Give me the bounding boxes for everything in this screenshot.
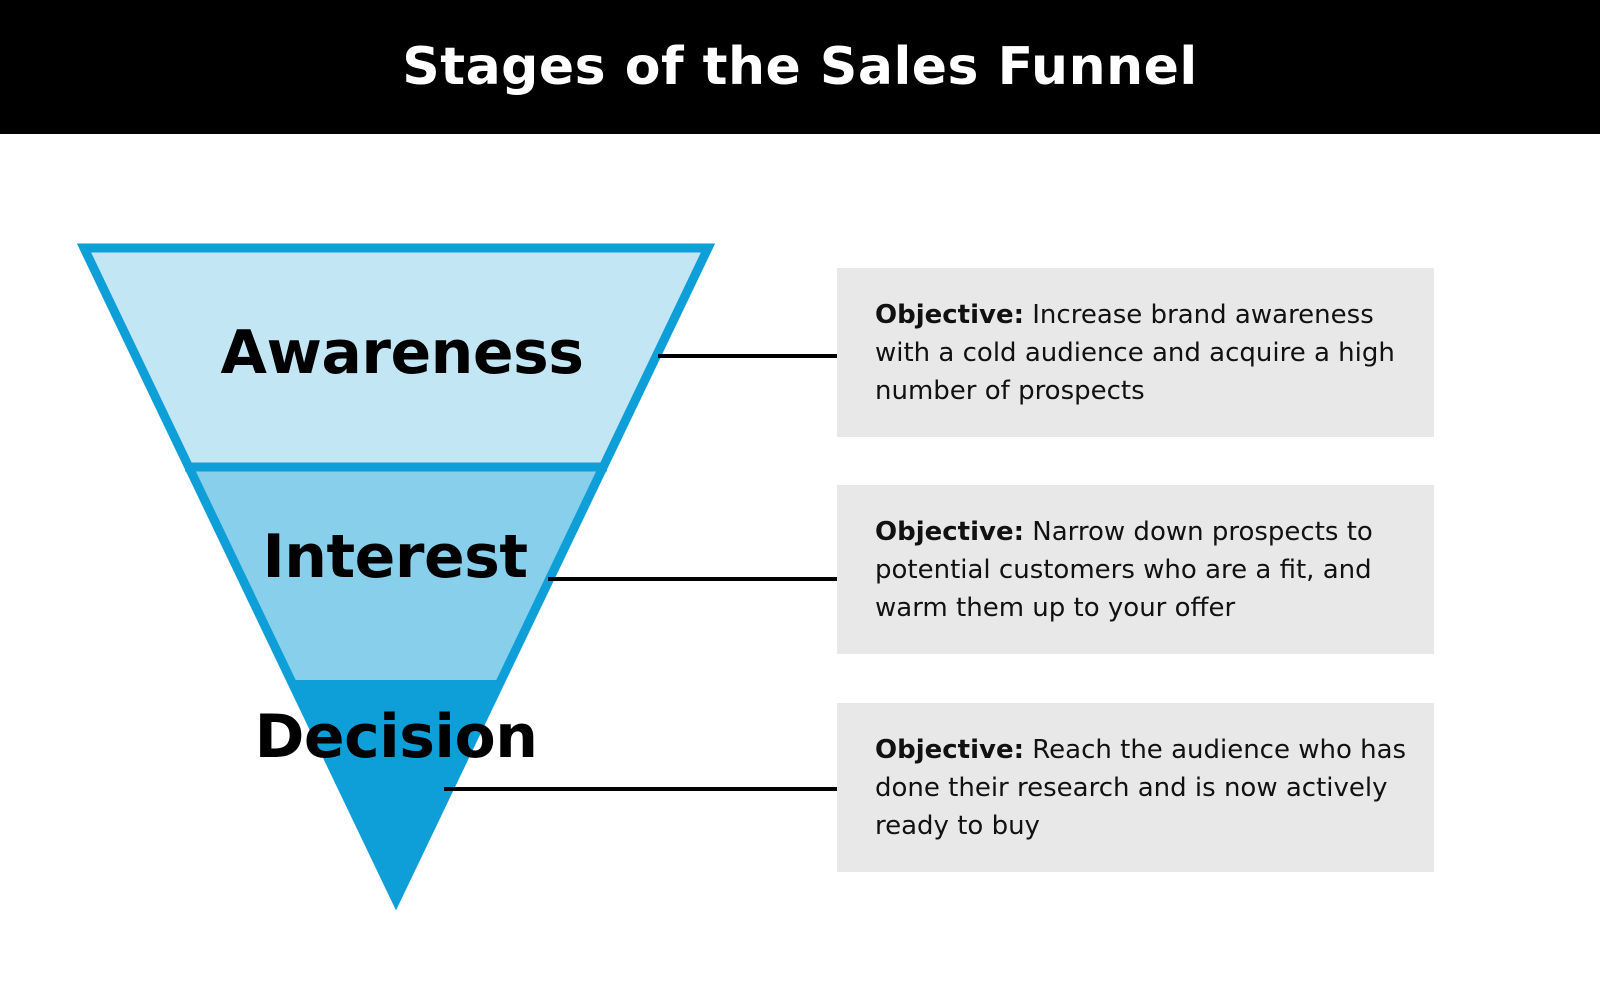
page-title: Stages of the Sales Funnel: [402, 37, 1198, 97]
objective-label: Objective:: [875, 516, 1024, 547]
objective-text: Increase brand awareness with a cold aud…: [875, 299, 1395, 406]
title-banner: Stages of the Sales Funnel: [0, 0, 1600, 134]
objective-box-interest: Objective: Narrow down prospects to pote…: [837, 485, 1434, 654]
stage-label-interest: Interest: [262, 522, 528, 592]
objective-label: Objective:: [875, 299, 1024, 330]
funnel-stage-interest: [185, 465, 607, 680]
funnel-outline: [76, 243, 716, 911]
funnel-stage-awareness: [84, 248, 708, 465]
objective-text: Reach the audience who has done their re…: [875, 734, 1407, 841]
stage-label-awareness: Awareness: [220, 318, 584, 388]
stage-label-decision: Decision: [254, 702, 538, 772]
objective-box-decision: Objective: Reach the audience who has do…: [837, 703, 1434, 872]
objective-label: Objective:: [875, 734, 1024, 765]
objective-text: Narrow down prospects to potential custo…: [875, 516, 1373, 623]
funnel-stage-decision: [288, 680, 504, 905]
objective-box-awareness: Objective: Increase brand awareness with…: [837, 268, 1434, 437]
